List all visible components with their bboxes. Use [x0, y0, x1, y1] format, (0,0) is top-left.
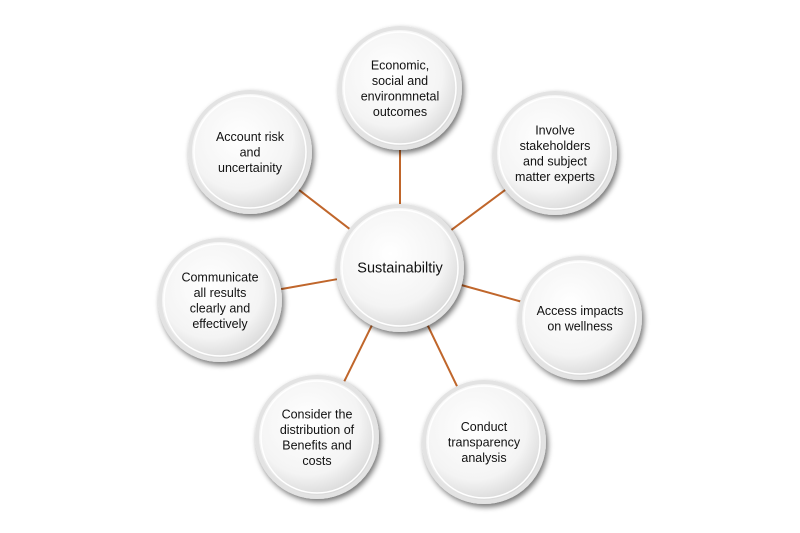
- node-consider-distribution-label-line: Consider the: [282, 407, 353, 421]
- connector-consider-distribution: [343, 324, 373, 382]
- node-access-impacts-circle: [518, 256, 642, 380]
- node-conduct-transparency-circle: [422, 380, 546, 504]
- node-access-impacts-rim: [523, 261, 637, 375]
- connector-communicate-results: [280, 278, 338, 291]
- node-communicate-results-label-line: all results: [194, 286, 247, 300]
- node-access-impacts-label-line: Access impacts: [537, 304, 624, 318]
- node-involve-stakeholders-rim: [498, 96, 612, 210]
- node-economic-outcomes-label-line: environmnetal: [361, 89, 440, 103]
- node-consider-distribution-label-line: costs: [302, 454, 331, 468]
- node-conduct-transparency-label-line: Conduct: [461, 420, 508, 434]
- center-node-label-line: Sustainabiltiy: [357, 261, 443, 277]
- node-account-risk-label-line: and: [240, 146, 261, 160]
- node-communicate-results-circle: [158, 238, 282, 362]
- node-involve-stakeholders-label-line: stakeholders: [520, 139, 591, 153]
- node-account-risk-label-line: Account risk: [216, 130, 285, 144]
- node-conduct-transparency-label-line: analysis: [461, 451, 506, 465]
- node-involve-stakeholders-label-line: Involve: [535, 123, 575, 137]
- node-access-impacts-label-line: on wellness: [547, 319, 612, 333]
- connector-conduct-transparency: [426, 325, 458, 387]
- node-economic-outcomes-circle: [338, 26, 462, 150]
- node-conduct-transparency-label-line: transparency: [448, 436, 521, 450]
- connector-access-impacts: [461, 284, 521, 303]
- node-communicate-results-rim: [163, 243, 277, 357]
- node-account-risk-rim: [193, 95, 307, 209]
- node-consider-distribution-circle: [255, 375, 379, 499]
- node-involve-stakeholders-label-line: and subject: [523, 154, 587, 168]
- node-economic-outcomes-label-line: Economic,: [371, 58, 429, 72]
- connectors: [280, 150, 521, 387]
- node-conduct-transparency-rim: [427, 385, 541, 499]
- node-economic-outcomes-rim: [343, 31, 457, 145]
- node-communicate-results-label-line: Communicate: [181, 270, 258, 284]
- node-communicate-results-label-line: clearly and: [190, 301, 250, 315]
- center-node-circle: [336, 204, 464, 332]
- node-account-risk-circle: [188, 90, 312, 214]
- node-account-risk-label-line: uncertainity: [218, 161, 283, 175]
- connector-involve-stakeholders: [450, 189, 506, 231]
- node-economic-outcomes-label-line: social and: [372, 74, 428, 88]
- center-node: Sustainabiltiy: [336, 204, 464, 332]
- connector-account-risk: [298, 189, 351, 230]
- node-consider-distribution-label-line: Benefits and: [282, 438, 352, 452]
- node-consider-distribution-label-line: distribution of: [280, 423, 355, 437]
- center-node-rim: [341, 209, 459, 327]
- node-economic-outcomes-label-line: outcomes: [373, 105, 427, 119]
- node-consider-distribution-rim: [260, 380, 374, 494]
- node-involve-stakeholders-circle: [493, 91, 617, 215]
- node-involve-stakeholders-label-line: matter experts: [515, 170, 595, 184]
- node-communicate-results-label-line: effectively: [192, 317, 248, 331]
